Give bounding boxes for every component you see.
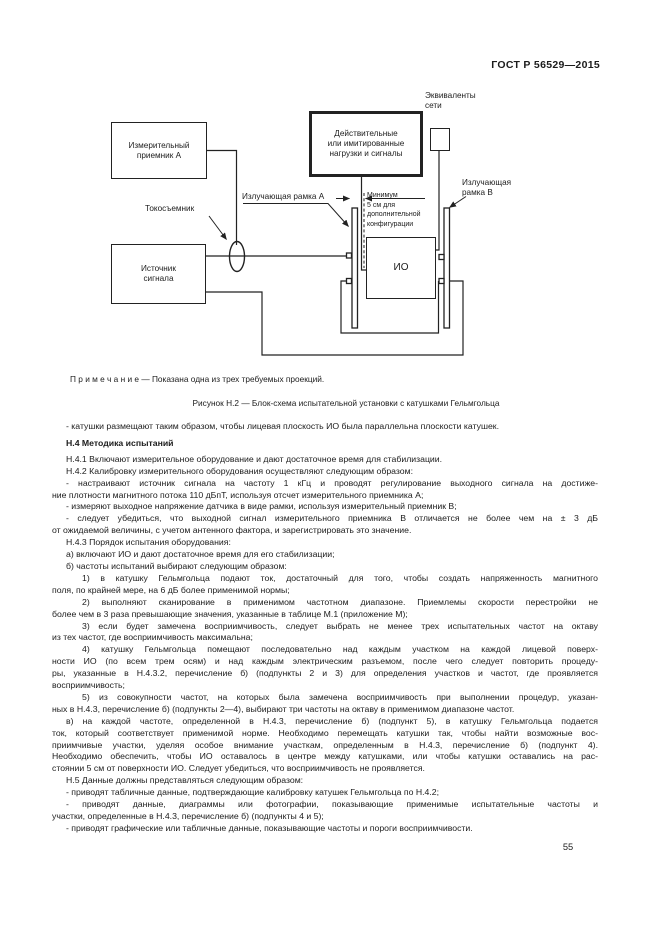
wire-receiver-to-clamp <box>205 149 238 245</box>
page-number: 55 <box>562 842 574 852</box>
label-min-line3: дополнительной <box>367 211 421 219</box>
body-line: 2) выполняют сканирование в применимом ч… <box>82 596 598 607</box>
page-header: ГОСТ Р 56529—2015 <box>491 59 600 71</box>
box-loads-line1: Действительные <box>334 129 398 138</box>
body-line: - приводят данные, диаграммы или фотогра… <box>66 799 598 810</box>
label-mains-equivalents: Эквиваленты сети <box>425 91 476 110</box>
box-mains-equivalent <box>430 128 450 151</box>
label-frame-b-line1: Излучающая <box>462 178 512 187</box>
body-line: - приводят графические или табличные дан… <box>66 822 473 833</box>
body-line: - настраивают источник сигнала на частот… <box>66 477 598 488</box>
body-line: 1) в катушку Гельмгольца подают ток, дос… <box>82 572 598 583</box>
body-line: приимчивые участки, уделяя особое вниман… <box>52 739 598 750</box>
body-text: - катушки размещают таким образом, чтобы… <box>52 421 598 835</box>
label-radiating-frame-b: Излучающая рамка В <box>462 178 511 197</box>
body-line: участки, определенные в Н.4.3, перечисле… <box>52 811 324 821</box>
leader-current-clamp <box>208 215 227 240</box>
body-line: стоянии 5 см от поверхности ИО. Следует … <box>52 763 425 774</box>
figure-caption: Рисунок Н.2 — Блок-схема испытательной у… <box>192 398 500 408</box>
leader-frame-b <box>449 196 467 208</box>
terminal-b-upper <box>438 253 445 261</box>
box-loads-line2: или имитированные <box>327 139 405 148</box>
figure-note: П р и м е ч а н и е — Показана одна из т… <box>70 374 325 384</box>
label-min-line4: конфигурации <box>367 221 414 229</box>
body-line: от ожидаемой величины, с учетом антенног… <box>52 525 412 536</box>
box-eut: ИО <box>366 237 436 299</box>
radiating-frame-b <box>443 207 451 329</box>
body-line: ток, который соответствует применимой но… <box>52 727 598 738</box>
body-line: 4) катушку Гельмгольца помещают последов… <box>82 644 598 655</box>
body-line: - измеряют выходное напряжение датчика в… <box>66 501 457 512</box>
body-line: Н.4.1 Включают измерительное оборудовани… <box>66 453 443 464</box>
label-frame-b-line2: рамка В <box>462 187 493 197</box>
label-current-clamp: Токосъемник <box>145 204 195 213</box>
terminal-a-lower <box>345 277 353 285</box>
box-measuring-receiver-a: Измерительный приемник А <box>111 122 207 179</box>
radiating-frame-a <box>351 207 359 329</box>
body-line: а) включают ИО и дают достаточное время … <box>66 549 335 560</box>
box-receiver-line1: Измерительный <box>128 140 190 150</box>
body-line: 3) если будет замечена восприимчивость, … <box>82 620 598 631</box>
current-clamp-symbol <box>228 240 246 273</box>
body-line: 5) из совокупности частот, на которых бы… <box>82 691 598 702</box>
body-line: Н.5 Данные должны представляться следующ… <box>66 775 304 786</box>
body-line: более чем в 3 раза превышающие значения,… <box>52 608 408 619</box>
body-line: ности ИО (по всем трем осям) и над кажды… <box>52 656 598 667</box>
label-minimum-distance: Минимум 5 см для дополнительной конфигур… <box>367 191 421 230</box>
label-min-line1: Минимум <box>367 192 398 199</box>
body-line: восприимчивость; <box>52 680 125 691</box>
body-line: ных в Н.4.3, перечисление б) (подпункты … <box>52 703 515 714</box>
box-loads-line3: нагрузки и сигналы <box>329 149 403 158</box>
box-actual-or-simulated-loads: Действительные или имитированные нагрузк… <box>309 111 423 177</box>
terminal-b-lower <box>438 277 445 285</box>
wire-mains-to-eut <box>433 149 440 251</box>
label-mains-line2: сети <box>425 100 442 110</box>
eut-label: ИО <box>393 262 409 273</box>
label-mains-line1: Эквиваленты <box>425 91 476 100</box>
box-signal-source: Источник сигнала <box>111 244 206 304</box>
leader-frame-a <box>243 203 349 227</box>
body-line: б) частоты испытаний выбирают следующим … <box>66 560 287 571</box>
body-line: Необходимо обеспечить, чтобы ИО оставало… <box>52 751 598 762</box>
body-line: из тех частот, где восприимчивость макси… <box>52 632 253 643</box>
terminal-a-upper <box>345 252 353 259</box>
body-line: Н.4.2 Калибровку измерительного оборудов… <box>66 465 414 476</box>
body-line: ние плотности магнитного потока 110 дБпТ… <box>52 489 424 500</box>
body-line: - приводят табличные данные, подтверждаю… <box>66 787 440 798</box>
body-heading-line: Н.4 Методика испытаний <box>66 437 174 448</box>
body-line: - катушки размещают таким образом, чтобы… <box>66 421 499 431</box>
label-radiating-frame-a: Излучающая рамка А <box>242 192 325 201</box>
body-line: ры, указанные в Н.4.3.2, перечисление б)… <box>52 668 598 679</box>
body-line: в) на каждой частоте, определенной в Н.4… <box>66 715 598 726</box>
box-source-line1: Источник <box>141 264 176 273</box>
body-line: Н.4.3 Порядок испытания оборудования: <box>66 537 231 548</box>
box-receiver-line2: приемник А <box>136 150 182 160</box>
label-min-line2: 5 см для <box>367 201 396 209</box>
body-line: - следует убедиться, что выходной сигнал… <box>66 513 598 524</box>
box-source-line2: сигнала <box>143 274 174 283</box>
body-line: поля, по крайней мере, на 6 дБ более при… <box>52 584 290 595</box>
